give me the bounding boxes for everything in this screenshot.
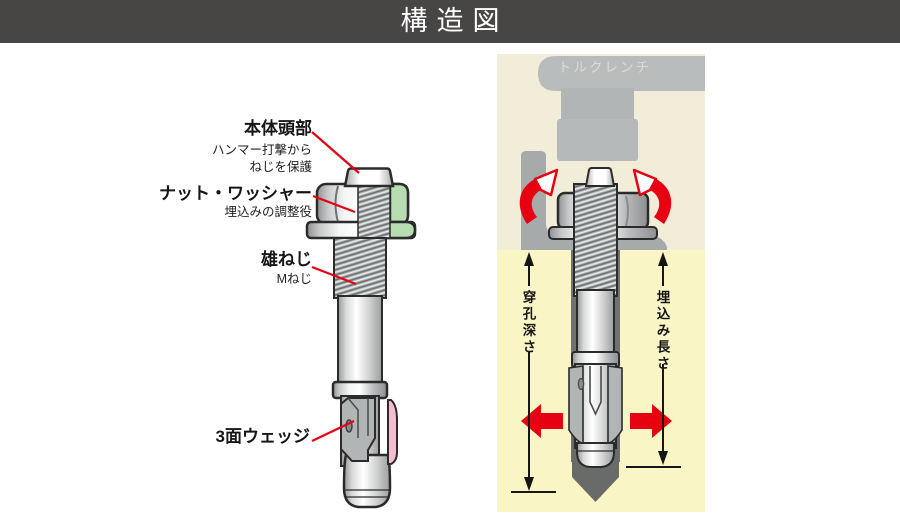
label-head: 本体頭部 (244, 119, 312, 138)
wedge-plate-left (568, 365, 584, 446)
anchor-body (337, 295, 383, 385)
wedge-plate-edge (347, 397, 359, 438)
leader-line-wedge (311, 420, 355, 442)
page-title: 構造図 (400, 6, 509, 36)
header-bar: 構造図 (0, 0, 900, 43)
dimension-line-embed-length (626, 252, 681, 468)
torque-wrench-handle (538, 56, 705, 91)
bolt-head-cap (584, 167, 616, 187)
nut-facet-line (625, 195, 629, 227)
leader-line-head (311, 131, 360, 174)
label-wedge: 3面ウェッジ (215, 427, 310, 446)
leader-lines (311, 131, 360, 442)
label-male-thread-desc: Mねじ (276, 272, 312, 286)
label-drill-depth: 穿孔深さ (520, 290, 536, 356)
threaded-rod-cutaway (357, 183, 391, 239)
label-male-thread: 雄ねじ (261, 250, 312, 269)
left-anchor-bolt-illustration (305, 167, 417, 509)
male-thread (333, 237, 387, 299)
leader-line-nut-washer (312, 194, 356, 214)
threaded-rod (573, 183, 618, 297)
fixture-bracket (521, 151, 667, 250)
dimension-line-drill-depth (511, 252, 556, 493)
label-nut-washer-desc: 埋込みの調整役 (224, 205, 312, 219)
rotation-arrow-right (632, 168, 672, 224)
rotation-arrow-left (519, 168, 559, 224)
nut-cutaway-green (388, 182, 410, 226)
label-embed-length: 埋込み長さ (654, 290, 670, 373)
bolt-head-cap (343, 167, 395, 188)
leader-line-thread (311, 265, 357, 286)
expansion-arrow-left (521, 404, 563, 438)
label-nut-washer: ナット・ワッシャー (159, 184, 312, 203)
wedge-strip-pink (387, 399, 398, 465)
label-head-desc-2: ねじを保護 (249, 160, 312, 174)
anchor-body (576, 289, 615, 357)
torque-wrench-neck (561, 88, 634, 122)
wedge-plate-right (607, 365, 623, 446)
wedge-slot (589, 366, 602, 416)
right-installation-illustration (497, 54, 705, 512)
anchor-tip (342, 453, 392, 509)
anchor-tip (576, 442, 615, 468)
label-head-desc-1: ハンマー打撃から (211, 143, 312, 157)
torque-wrench-socket (557, 119, 638, 161)
wedge-pin-hole (577, 377, 585, 391)
expansion-arrow-right (630, 404, 672, 438)
label-torque-wrench: トルクレンチ (558, 60, 651, 75)
